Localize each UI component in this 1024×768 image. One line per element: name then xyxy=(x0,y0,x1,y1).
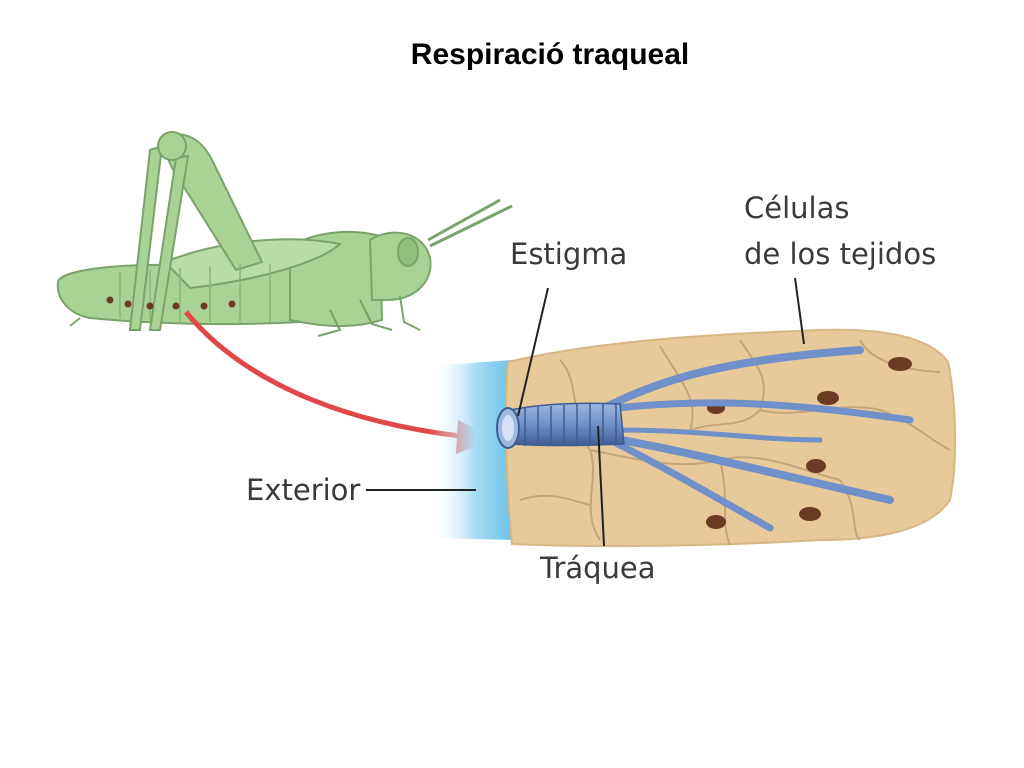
trachea-tube xyxy=(496,346,914,532)
celulas-leader xyxy=(794,277,805,345)
estigma-leader xyxy=(517,287,549,417)
leader-lines xyxy=(366,277,805,547)
label-celulas-line1: Células xyxy=(744,191,849,225)
label-celulas-line2: de los tejidos xyxy=(744,237,936,271)
slide-title: Respiració traqueal xyxy=(410,38,690,71)
traquea-leader xyxy=(597,425,605,547)
label-estigma: Estigma xyxy=(510,237,627,271)
spiracle-dots xyxy=(106,296,236,310)
grasshopper-illustration xyxy=(56,131,513,337)
label-exterior: Exterior xyxy=(246,473,360,507)
exterior-air-region xyxy=(430,360,512,540)
label-traquea: Tráquea xyxy=(539,551,656,585)
